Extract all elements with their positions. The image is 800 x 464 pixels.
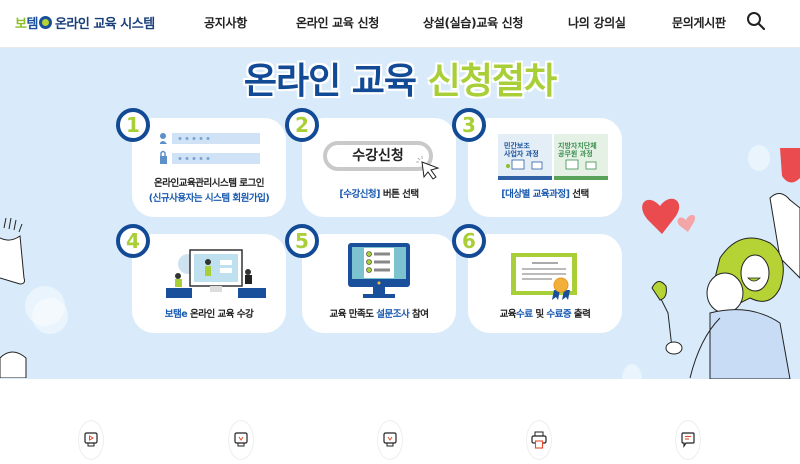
step-card-2: 수강신청 [수강신청] 버튼 선택	[302, 118, 456, 217]
logo-e-icon	[38, 16, 52, 29]
decor-bubble	[32, 298, 68, 334]
quick-menu-video[interactable]	[78, 420, 104, 460]
step-4-caption: 보탬e 온라인 교육 수강	[164, 309, 254, 320]
step-1-subcaption: (신규사용자는 시스템 회원가입)	[148, 193, 270, 204]
sample-apply-button: 수강신청	[323, 141, 433, 171]
quick-menu-apply[interactable]	[228, 420, 254, 460]
chat-icon	[681, 432, 695, 448]
step-1-number: 1	[116, 108, 150, 142]
nav-onsite-apply[interactable]: 상설(실습)교육 신청	[423, 16, 524, 30]
cursor-icon	[416, 156, 440, 180]
login-form-illustration	[160, 133, 260, 164]
step-2-number: 2	[285, 108, 319, 142]
step-card-4: 보탬e 온라인 교육 수강	[132, 234, 286, 333]
procedure-banner: 온라인 교육 신청절차 온라인교육관리시스템 로그인 (신규사용자는 시스템 회…	[0, 48, 800, 379]
step-6-number: 6	[452, 224, 486, 258]
decor-bubble	[25, 286, 65, 326]
quick-menu-chat[interactable]	[675, 420, 701, 460]
step-5-number: 5	[285, 224, 319, 258]
step-3-caption: [대상별 교육과정] 선택	[501, 189, 589, 200]
logo-text-bo: 보	[15, 17, 27, 32]
nav-online-apply[interactable]: 온라인 교육 신청	[296, 16, 379, 30]
waving-person-illustration	[0, 218, 27, 378]
step-card-1: 온라인교육관리시스템 로그인 (신규사용자는 시스템 회원가입)	[132, 118, 286, 217]
title-part1: 온라인 교육	[243, 61, 417, 102]
apply-check-icon	[234, 432, 248, 447]
decor-bubble	[748, 145, 770, 171]
step-5-caption: 교육 만족도 설문조사 참여	[329, 309, 429, 320]
page-title: 온라인 교육 신청절차	[0, 52, 800, 104]
nav-qna-board[interactable]: 문의게시판	[672, 16, 726, 30]
nav-notice[interactable]: 공지사항	[204, 16, 247, 30]
nav-my-classroom[interactable]: 나의 강의실	[568, 16, 626, 30]
print-icon	[531, 431, 547, 449]
quick-menu	[0, 420, 800, 464]
mother-child-illustration	[642, 148, 800, 379]
step-1-caption: 온라인교육관리시스템 로그인	[154, 178, 264, 189]
course-check-icon	[383, 432, 397, 447]
search-icon[interactable]	[746, 11, 766, 31]
survey-monitor-illustration	[348, 243, 410, 298]
title-part2: 신청절차	[427, 61, 557, 102]
certificate-illustration	[511, 253, 577, 300]
decor-bubble	[622, 364, 642, 379]
logo-text-rest: 온라인 교육 시스템	[54, 17, 155, 32]
step-6-caption: 교육수료 및 수료증 출력	[499, 309, 591, 320]
video-lecture-icon	[84, 432, 98, 447]
step-2-caption: [수강신청] 버튼 선택	[339, 189, 419, 200]
quick-menu-print[interactable]	[526, 420, 552, 460]
online-lecture-illustration	[166, 249, 266, 298]
quick-menu-course[interactable]	[377, 420, 403, 460]
step-4-number: 4	[116, 224, 150, 258]
step-3-number: 3	[452, 108, 486, 142]
logo-text-tem: 템	[26, 17, 38, 32]
step-card-6: 교육수료 및 수료증 출력	[468, 234, 622, 333]
step-card-5: 교육 만족도 설문조사 참여	[302, 234, 456, 333]
